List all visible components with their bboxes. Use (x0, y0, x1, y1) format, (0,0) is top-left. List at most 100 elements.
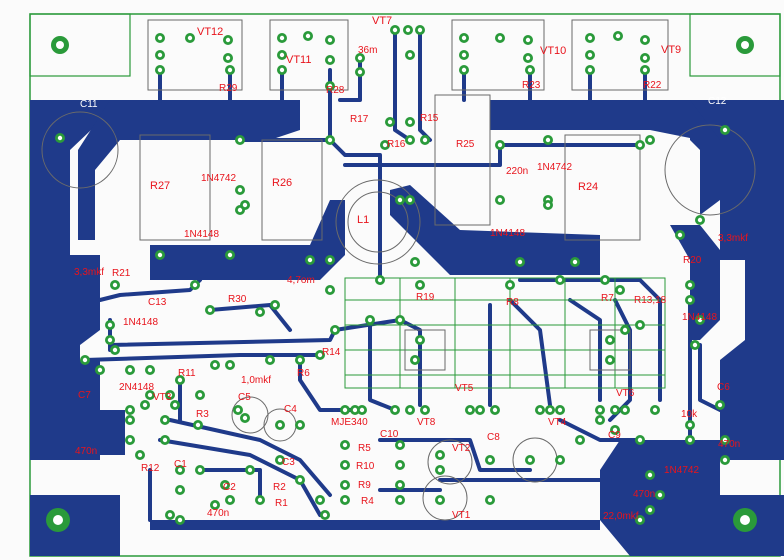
pad-hole (142, 402, 148, 408)
pad-hole (297, 422, 303, 428)
pad-hole (547, 407, 553, 413)
pad-hole (497, 142, 503, 148)
pad-hole (397, 462, 403, 468)
label-r4: R4 (361, 496, 374, 507)
pad-hole (527, 67, 533, 73)
label-r16: R16 (387, 139, 406, 150)
label-r11: R11 (178, 368, 196, 379)
pad-hole (687, 437, 693, 443)
pad-hole (307, 257, 313, 263)
mounting-holes (46, 36, 757, 532)
pad-hole (327, 83, 333, 89)
label-470n-bottom: 470n (207, 508, 230, 519)
label-vt10: VT10 (540, 45, 567, 57)
label-c2: C2 (223, 482, 236, 493)
pad-hole (607, 357, 613, 363)
pad-hole (417, 27, 423, 33)
label-r20: R20 (683, 255, 702, 266)
pad-hole (332, 327, 338, 333)
pad-hole (82, 357, 88, 363)
pad-hole (225, 55, 231, 61)
trace-19 (368, 318, 397, 412)
silk-vt10 (451, 19, 545, 91)
pad-hole (461, 35, 467, 41)
label-r24: R24 (578, 181, 599, 193)
label-1n4742-right: 1N4742 (537, 162, 573, 173)
pads (55, 25, 730, 525)
pad-hole (422, 137, 428, 143)
pad-hole (657, 492, 663, 498)
copper-bus-right (490, 100, 720, 215)
label-r7: R7 (601, 293, 614, 304)
pad-hole (177, 517, 183, 523)
pad-hole (247, 467, 253, 473)
pad-hole (537, 407, 543, 413)
trace-6 (393, 28, 412, 142)
pad-hole (545, 202, 551, 208)
label-vt11: VT11 (286, 54, 312, 66)
pad-hole (461, 52, 467, 58)
trace-22 (508, 298, 552, 407)
pad-hole (197, 392, 203, 398)
label-470n-left: 470n (75, 446, 98, 457)
label-l1: L1 (357, 214, 370, 226)
pad-hole (412, 357, 418, 363)
pad-hole (397, 497, 403, 503)
label-vt7: VT7 (372, 15, 393, 27)
pad-hole (305, 33, 311, 39)
label-vt2: VT2 (452, 443, 471, 454)
pad-hole (612, 427, 618, 433)
pad-hole (412, 259, 418, 265)
label-r26: R26 (272, 177, 293, 189)
copper-bar-center-right (390, 185, 600, 275)
label-vt3: VT3 (153, 392, 172, 403)
pad-hole (257, 497, 263, 503)
label-r14: R14 (322, 347, 341, 358)
label-r9: R9 (358, 480, 371, 491)
label-1-0mkf: 1,0mkf (241, 375, 272, 386)
pad-hole (722, 437, 728, 443)
label-vt1: VT1 (452, 510, 471, 521)
label-r23: R23 (522, 80, 541, 91)
label-10k: 10k (681, 409, 698, 420)
pad-hole (397, 317, 403, 323)
pad-hole (352, 407, 358, 413)
silk-vt1-ring (422, 475, 468, 521)
pad-hole (192, 282, 198, 288)
pad-hole (327, 137, 333, 143)
label-470n-bottom-right: 470n (633, 489, 656, 500)
pad-hole (722, 457, 728, 463)
pad-hole (212, 362, 218, 368)
pad-hole (487, 457, 493, 463)
pad-hole (387, 119, 393, 125)
pad-hole (397, 482, 403, 488)
corner-pad-frame-tl (29, 13, 131, 77)
pad-hole (222, 482, 228, 488)
heatsink-outline (344, 277, 666, 389)
label-1n4148-top-left: 1N4148 (184, 229, 220, 240)
silk-r25-box (434, 94, 491, 226)
pad-hole (277, 422, 283, 428)
pad-hole (279, 67, 285, 73)
pad-hole (407, 137, 413, 143)
pad-hole (607, 337, 613, 343)
label-c3: C3 (282, 457, 295, 468)
pad-hole (467, 407, 473, 413)
label-vt12: VT12 (197, 26, 224, 38)
pad-hole (327, 287, 333, 293)
pad-hole (357, 69, 363, 75)
label-r2: R2 (273, 482, 286, 493)
pad-hole (652, 407, 658, 413)
pad-hole (461, 67, 467, 73)
label-1n4148-mid-left: 1N4148 (123, 317, 159, 328)
silk-vt2-ring (427, 439, 473, 485)
trace-34 (298, 358, 357, 412)
pad-hole (587, 35, 593, 41)
corner-pad-frame-tr (689, 13, 781, 77)
pad-hole (637, 142, 643, 148)
label-r29: R29 (219, 83, 238, 94)
pad-hole (637, 517, 643, 523)
label-c6: C6 (717, 382, 730, 393)
pad-hole (177, 377, 183, 383)
pad-hole (407, 119, 413, 125)
